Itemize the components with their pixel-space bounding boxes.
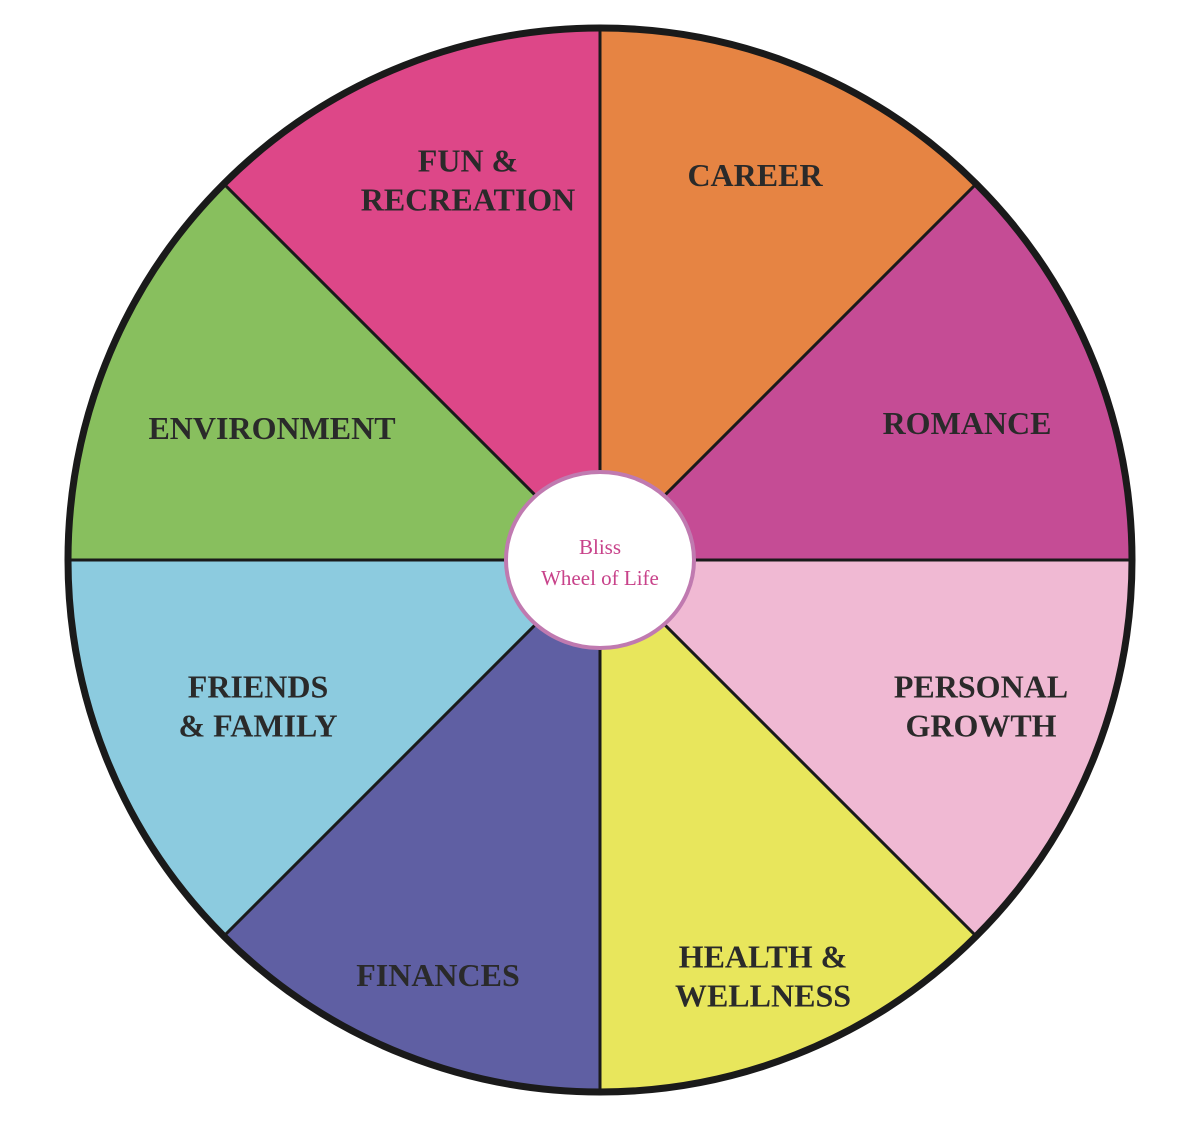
label-friends-family-line-1: FRIENDS: [188, 669, 328, 705]
segment-career: [600, 28, 977, 560]
segment-environment: [68, 183, 600, 560]
segment-romance: [600, 183, 1132, 560]
label-fun-recreation-line-1: FUN &: [418, 143, 518, 179]
label-finances-line-1: FINANCES: [356, 957, 520, 993]
label-environment-line-1: ENVIRONMENT: [148, 410, 395, 446]
center-title-line-1: Bliss: [579, 535, 621, 559]
segment-fun-recreation: [223, 28, 600, 560]
label-career-line-1: CAREER: [687, 157, 823, 193]
segment-friends-family: [68, 560, 600, 937]
label-friends-family-line-2: & FAMILY: [178, 708, 337, 744]
label-personal-growth-line-1: PERSONAL: [894, 669, 1068, 705]
segment-personal-growth: [600, 560, 1132, 937]
wheel-center: Bliss Wheel of Life: [504, 470, 696, 650]
wheel-center-disc: [504, 470, 696, 650]
label-health-wellness-line-2: WELLNESS: [675, 978, 851, 1014]
label-health-wellness-line-1: HEALTH &: [679, 939, 848, 975]
label-romance-line-1: ROMANCE: [883, 405, 1052, 441]
wheel-segments: [68, 28, 1132, 1092]
label-fun-recreation-line-2: RECREATION: [361, 182, 576, 218]
wheel-outer-ring: [64, 24, 1136, 1096]
segment-finances: [223, 560, 600, 1092]
center-title-line-2: Wheel of Life: [541, 566, 659, 590]
segment-health-wellness: [600, 560, 977, 1092]
label-personal-growth-line-2: GROWTH: [905, 708, 1056, 744]
